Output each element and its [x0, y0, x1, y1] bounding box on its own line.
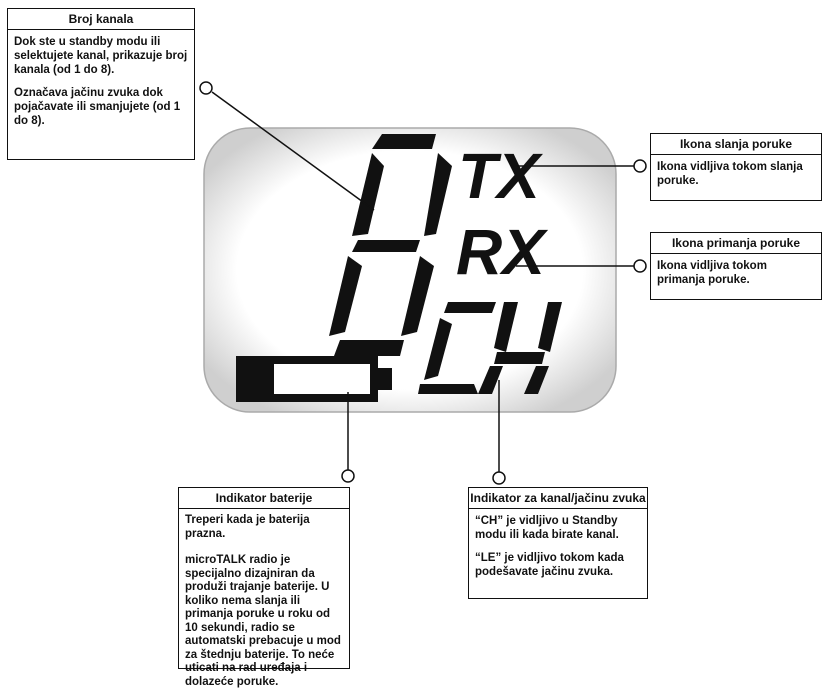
callout-text: Ikona vidljiva tokom primanja poruke. [657, 260, 767, 286]
callout-text: “CH” je vidljivo u Standby modu ili kada… [475, 515, 619, 541]
callout-rx-icon: Ikona primanja poruke Ikona vidljiva tok… [650, 232, 822, 300]
callout-title: Ikona primanja poruke [651, 233, 821, 254]
leader-lines [199, 81, 647, 485]
callout-battery-indicator: Indikator baterije Treperi kada je bater… [178, 487, 350, 688]
callout-text: Dok ste u standby modu ili selektujete k… [14, 36, 188, 76]
callout-title: Indikator baterije [179, 488, 349, 509]
ch-label [418, 302, 562, 394]
callout-tx-icon: Ikona slanja poruke Ikona vidljiva tokom… [650, 133, 822, 201]
callout-title: Broj kanala [8, 9, 194, 30]
lcd-diagram: TX RX [199, 81, 647, 485]
callout-title: Indikator za kanal/jačinu zvuka [469, 488, 647, 509]
tx-label: TX [458, 140, 543, 212]
callout-text: Ikona vidljiva tokom slanja poruke. [657, 161, 803, 187]
callout-text: Označava jačinu zvuka dok pojačavate ili… [14, 87, 181, 127]
callout-text: “LE” je vidljivo tokom kada podešavate j… [475, 552, 624, 578]
callout-text: microTALK radio je specijalno dizajniran… [185, 554, 341, 688]
callout-channel-volume-indicator: Indikator za kanal/jačinu zvuka “CH” je … [468, 487, 648, 599]
callout-channel-number: Broj kanala Dok ste u standby modu ili s… [7, 8, 195, 160]
channel-digit [329, 134, 452, 356]
rx-label: RX [456, 216, 548, 288]
battery-icon [236, 356, 392, 402]
callout-text: Treperi kada je baterija prazna. [185, 514, 310, 540]
callout-title: Ikona slanja poruke [651, 134, 821, 155]
lcd-screen [203, 127, 617, 413]
